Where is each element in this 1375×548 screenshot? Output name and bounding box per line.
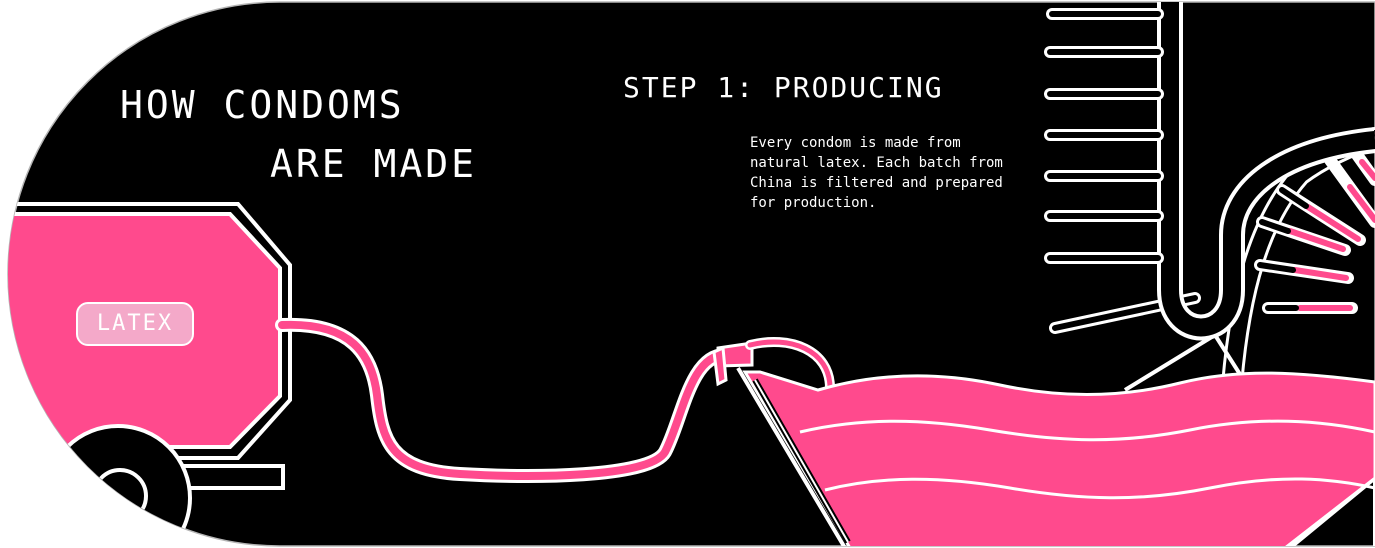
page-title-line-1: HOW CONDOMS (120, 83, 405, 127)
hose-icon (275, 317, 732, 483)
step-description-line: Every condom is made from (750, 135, 961, 151)
step-description: Every condom is made from natural latex.… (750, 133, 1050, 213)
latex-vat-icon (736, 366, 1375, 546)
nozzle-icon (712, 337, 835, 393)
step-description-line: China is filtered and prepared (750, 175, 1003, 191)
condom-mold-rack-icon (1044, 8, 1164, 264)
latex-tank-label: LATEX (76, 302, 194, 346)
step-heading: STEP 1: PRODUCING (623, 71, 944, 104)
step-description-line: for production. (750, 195, 877, 211)
conveyor-tube (1157, 2, 1375, 341)
step-description-line: natural latex. Each batch from (750, 155, 1003, 171)
page-title-line-2: ARE MADE (270, 142, 478, 186)
